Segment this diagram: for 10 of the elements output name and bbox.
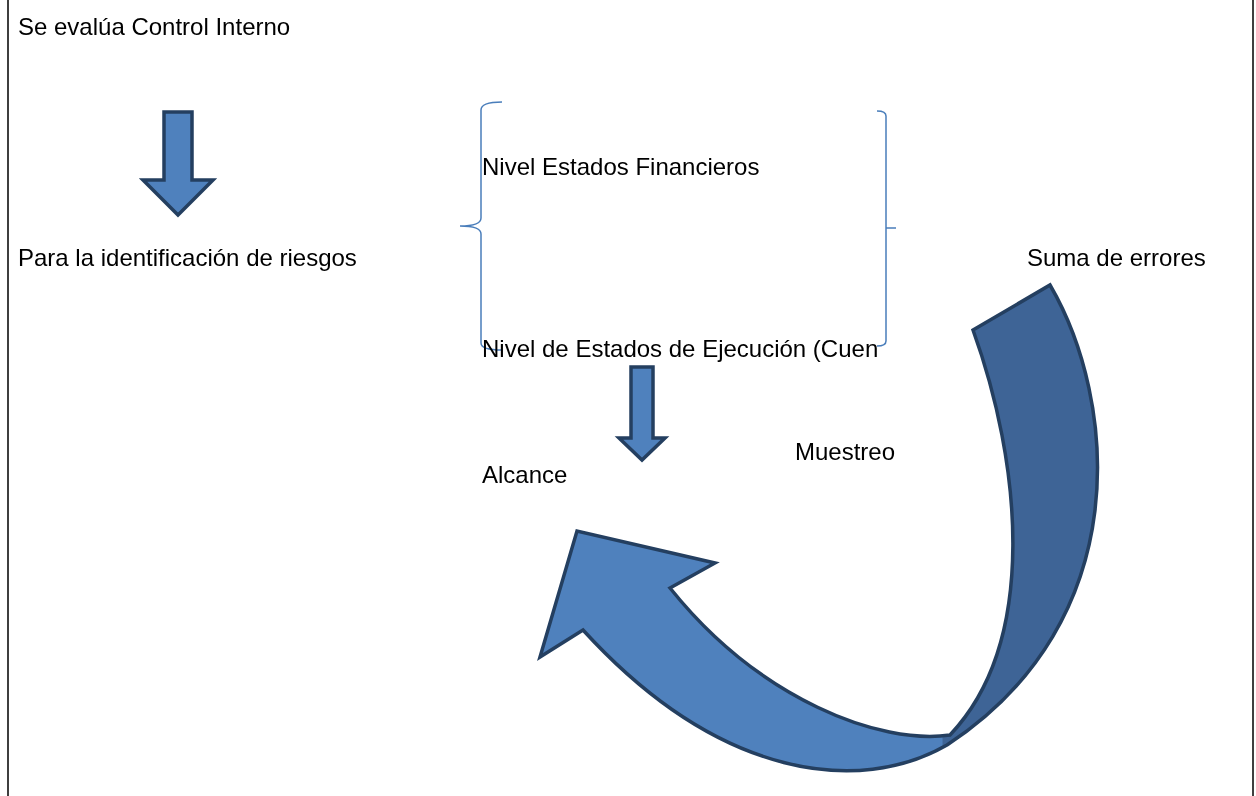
block-arrow bbox=[138, 110, 218, 218]
node-text: Suma de errores bbox=[1027, 243, 1206, 273]
node-text: Nivel de Estados de Ejecución (Cuen bbox=[482, 334, 879, 364]
edge-label: Muestreo bbox=[795, 437, 896, 467]
node-text: Nivel Estados Financieros bbox=[482, 152, 760, 182]
node-text: Se evalúa Control Interno bbox=[18, 12, 291, 42]
curved-arrow bbox=[538, 283, 1100, 773]
block-arrow bbox=[614, 365, 670, 463]
node-text: Para la identificación de riesgos bbox=[18, 243, 357, 273]
node-text: Alcance bbox=[482, 460, 568, 490]
